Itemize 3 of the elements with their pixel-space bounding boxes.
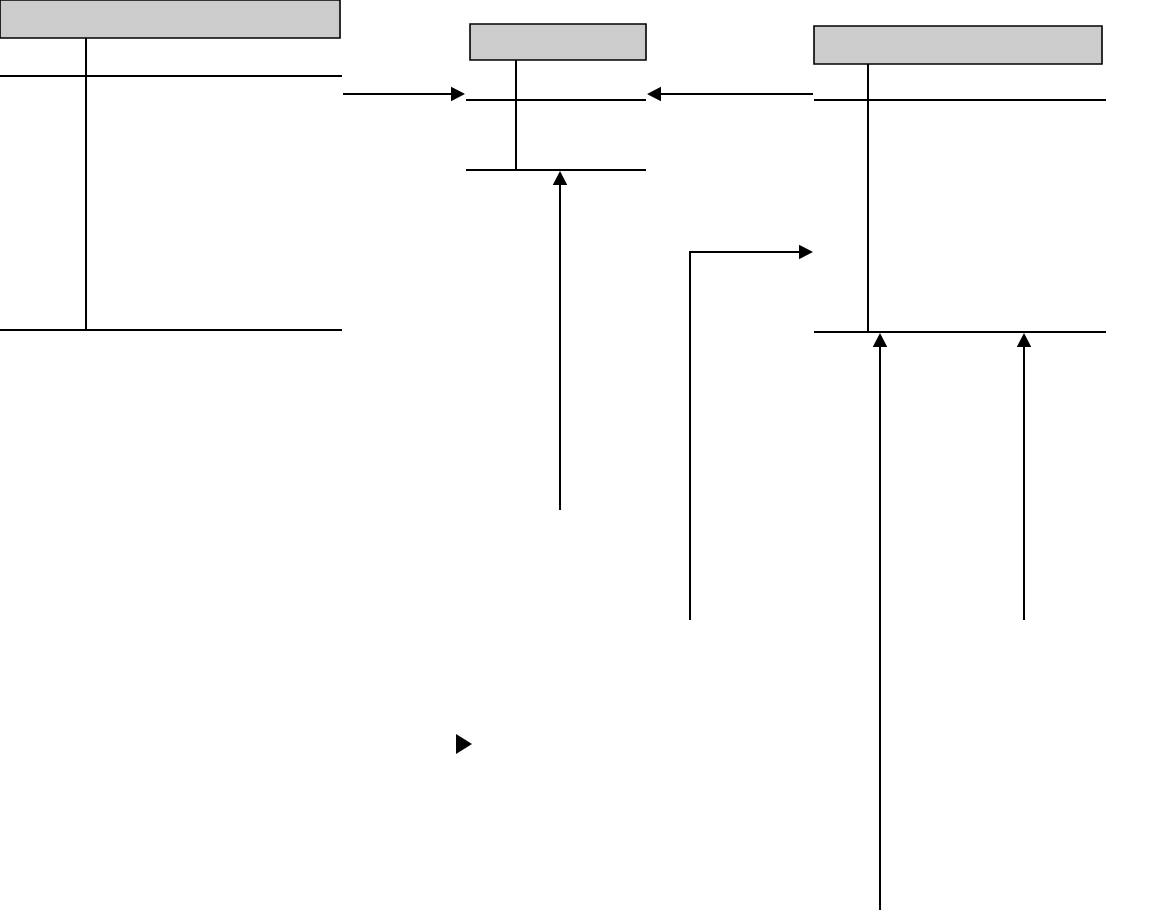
table-shape [813,25,1107,333]
table-shape [0,0,343,331]
table-shape [465,23,647,171]
